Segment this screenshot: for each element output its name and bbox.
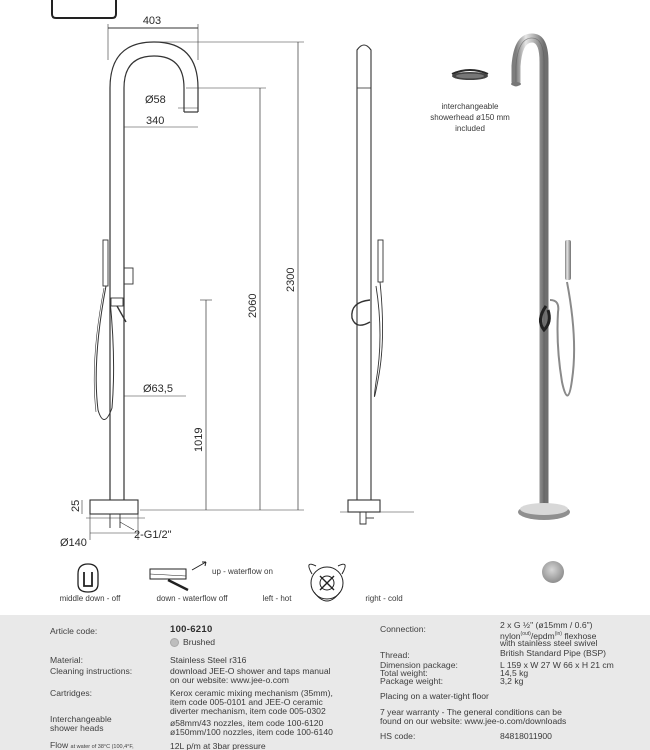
cartridges-line-1: Kerox ceramic mixing mechanism (35mm), [170,688,333,698]
flow-label: Flow [50,740,69,750]
total-weight-label: Total weight: [380,668,428,678]
showerhead-note-line-2: showerhead ø150 mm [430,113,510,122]
cleaning-line-2: on our website: www.jee-o.com [170,675,289,685]
showerhead-note-line-3: included [455,124,485,133]
heads-line-2: ø150mm/100 nozzles, item code 100-6140 [170,727,333,737]
caption-down: down - waterflow off [157,594,229,603]
dimension-package-value: L 159 x W 27 W 66 x H 21 cm [500,660,614,670]
handle-up-icon [191,561,207,571]
dim-base-diameter: Ø140 [60,537,87,549]
thread-label: Thread: [380,650,410,660]
hs-code-value: 84818011900 [500,731,552,741]
material-label: Material: [50,655,83,665]
dim-pipe-diameter: Ø58 [145,94,166,106]
technical-drawing: 403 Ø58 340 Ø63,5 2-G1/2" Ø140 25 1019 2… [51,0,576,603]
heads-label-line-1: Interchangeable [50,714,112,724]
side-view [340,44,414,525]
dim-reach: 340 [146,115,164,127]
dim-pipe-base-diameter: Ø63,5 [143,383,173,395]
handle-middle-icon [77,563,99,593]
connection-line-2-row: nylon(out)/epdm(in) flexhose [500,630,596,641]
finish-row: Brushed [170,637,216,648]
cartridges-line-3: diverter mechanism, item code 005-0302 [170,706,326,716]
cleaning-line-1: download JEE-O shower and taps manual [170,666,331,676]
dim-width-top: 403 [143,15,161,27]
connection-label: Connection: [380,624,426,634]
total-weight-value: 14,5 kg [500,668,529,678]
article-code-label: Article code: [50,626,98,636]
caption-up: up - waterflow on [212,567,273,576]
flow-label-row: Flow at water of 38°C (100,4°F, [50,741,134,750]
sup-out: (out) [520,631,531,637]
showerhead-icon [451,69,489,80]
dim-height-total: 2300 [285,268,297,292]
material-value: Stainless Steel r316 [170,655,247,665]
finish-swatch-large [542,561,564,583]
article-code: 100-6210 [170,624,213,635]
warranty-line-2: found on our website: www.jee-o.com/down… [380,716,567,726]
placing-note: Placing on a water-tight floor [380,691,489,701]
sup-in: (in) [554,631,562,637]
dimension-package-label: Dimension package: [380,660,458,670]
connection-line-2: nylon(out)/epdm(in) flexhose [500,630,597,641]
logo-frame [51,0,117,19]
dim-connection: 2-G1/2" [134,529,172,541]
package-weight-value: 3,2 kg [500,676,524,686]
dim-height-mixer: 1019 [193,428,205,452]
product-render [511,33,576,520]
hs-code-label: HS code: [380,731,416,741]
warranty-line-1: 7 year warranty - The general conditions… [380,707,562,717]
finish-label: Brushed [183,637,216,647]
caption-left-hot: left - hot [263,594,293,603]
finish-swatch [170,638,179,648]
caption-right-cold: right - cold [365,594,402,603]
caption-middle-down: middle down - off [60,594,122,603]
rotate-hot-cold-icon [308,563,346,602]
dim-height-head: 2060 [247,294,259,318]
showerhead-note: interchangeable showerhead ø150 mm inclu… [430,102,510,133]
showerhead-note-line-1: interchangeable [442,102,499,111]
front-dimension-labels: 403 Ø58 340 Ø63,5 2-G1/2" Ø140 25 1019 2… [60,15,297,549]
cleaning-label: Cleaning instructions: [50,666,133,676]
flow-note: at water of 38°C (100,4°F, [70,744,134,750]
specification-panel: Article code: 100-6210 Brushed Material:… [0,615,650,750]
thread-value: British Standard Pipe (BSP) [500,648,607,658]
cartridges-label: Cartridges: [50,688,93,698]
handle-down-icon [149,568,189,592]
connection-line-1: 2 x G ½" (ø15mm / 0.6") [500,620,593,630]
flow-value: 12L p/m at 3bar pressure [170,741,266,750]
front-view [81,24,304,540]
cartridges-line-2: item code 005-0101 and JEE-O ceramic [170,697,323,707]
connection-line-3: with stainless steel swivel [500,638,598,648]
package-weight-label: Package weight: [380,676,444,686]
heads-label-line-2: shower heads [50,723,104,733]
dim-base-height: 25 [70,500,82,512]
operation-captions: middle down - off down - waterflow off u… [60,567,403,603]
heads-line-1: ø58mm/43 nozzles, item code 100-6120 [170,718,324,728]
